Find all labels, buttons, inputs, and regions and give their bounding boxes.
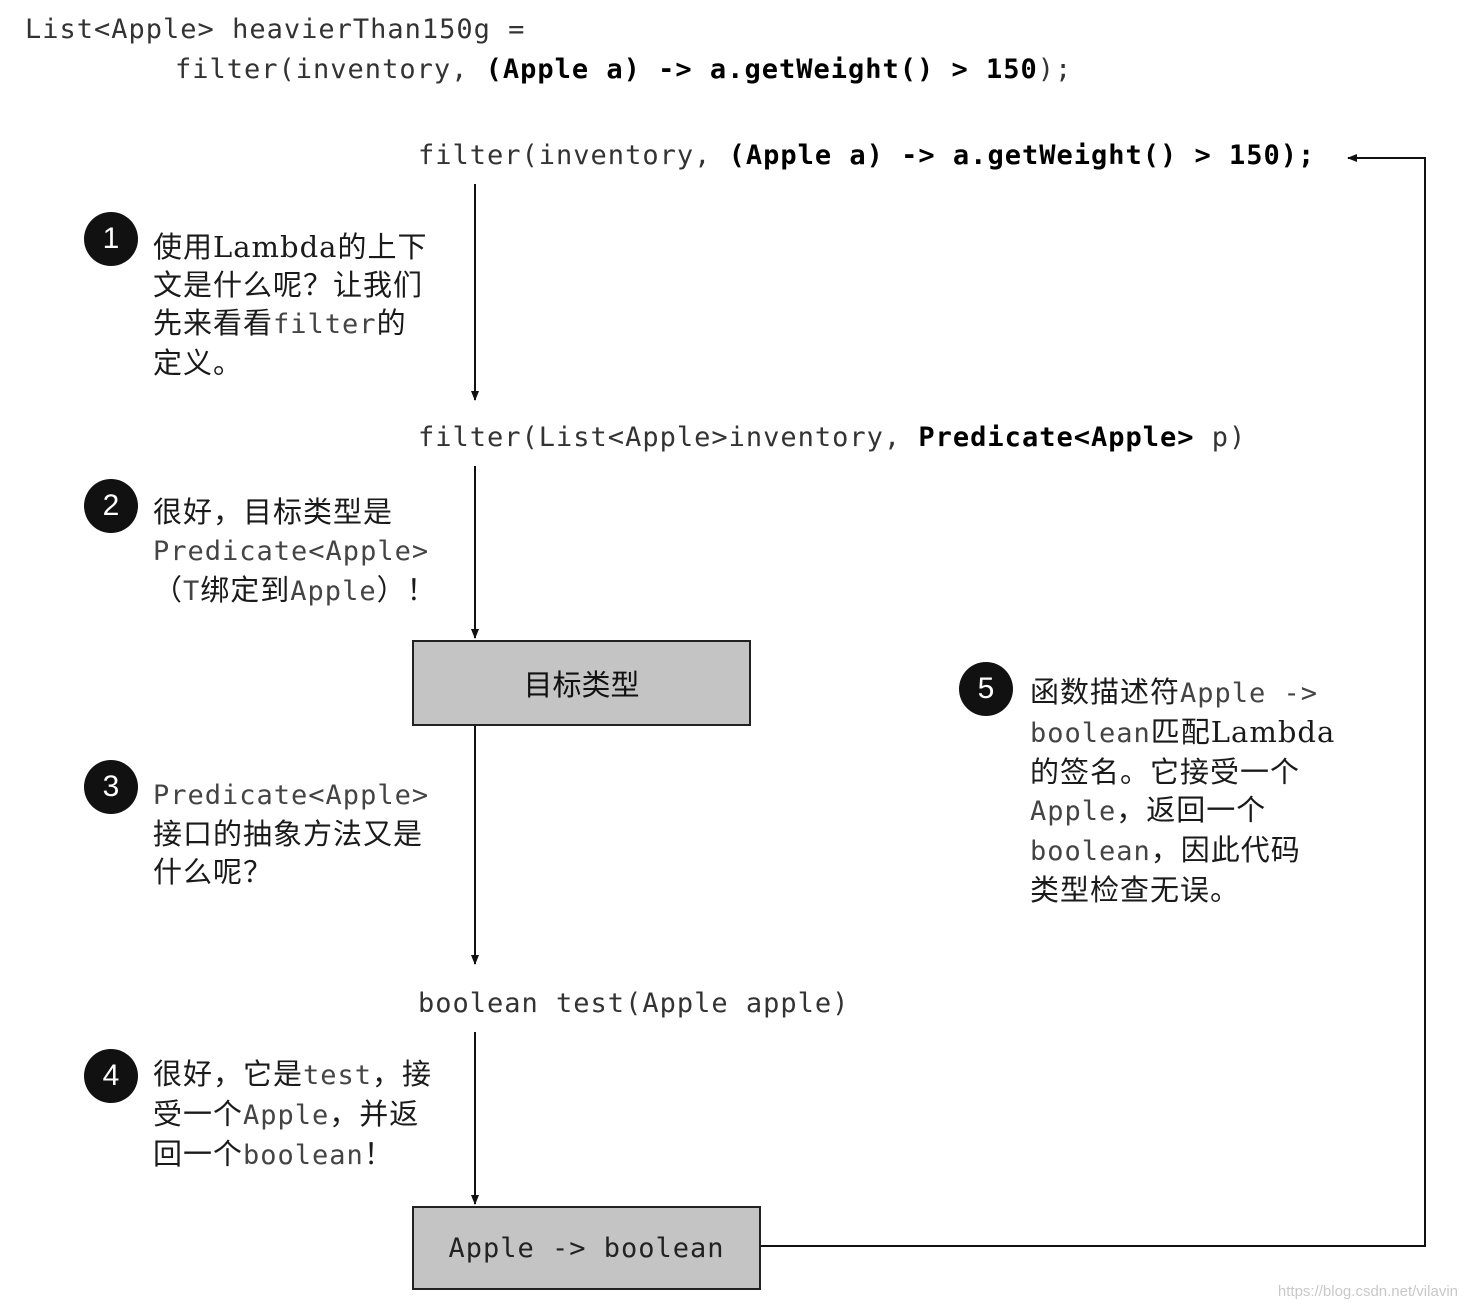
step-2-line-2: Predicate<Apple> [153,531,437,571]
flow-call-pre: filter(inventory, [418,140,729,171]
target-type-box: 目标类型 [412,640,751,726]
step-text-fragment: 绑定到 [200,573,291,607]
step-code-fragment: test [303,1060,373,1091]
step-2-line-3: （T绑定到Apple）！ [153,571,437,611]
step-1-line-4: 定义。 [153,344,427,382]
step-code-fragment: Predicate<Apple> [153,780,430,811]
flow-signature-pre: filter(List<Apple>inventory, [418,422,919,453]
flow-call-lambda: (Apple a) -> a.getWeight() > 150); [728,140,1316,171]
step-text-fragment: 很好，它是 [153,1057,304,1091]
step-4-text: 很好，它是test，接受一个Apple，并返回一个boolean！ [153,1055,432,1175]
step-5-line-6: 类型检查无误。 [1030,871,1335,909]
step-4-badge: 4 [84,1049,138,1103]
step-text-fragment: ！ [363,1137,394,1171]
step-text-fragment: 受一个 [153,1097,244,1131]
header-code-lambda: (Apple a) -> a.getWeight() > 150 [485,54,1038,85]
step-3-badge: 3 [84,760,138,814]
header-code-line2: filter(inventory, (Apple a) -> a.getWeig… [175,54,1072,85]
step-text-fragment: 使用Lambda的上下 [153,230,428,264]
step-5-line-2: boolean匹配Lambda [1030,713,1335,753]
step-5-line-4: Apple，返回一个 [1030,791,1335,831]
step-2-line-1: 很好，目标类型是 [153,493,437,531]
step-2-badge: 2 [84,479,138,533]
step-2-text: 很好，目标类型是 Predicate<Apple> （T绑定到Apple）！ [153,493,437,611]
step-text-fragment: 的签名。它接受一个 [1030,755,1301,789]
step-text-fragment: ，接 [372,1057,433,1091]
step-5-line-5: boolean，因此代码 [1030,831,1335,871]
target-type-label: 目标类型 [523,668,640,702]
step-code-fragment: boolean [1030,718,1151,749]
step-4-line-2: 受一个Apple，并返 [153,1095,432,1135]
step-3-line-2: 接口的抽象方法又是 [153,815,429,853]
step-text-fragment: ，因此代码 [1150,833,1301,867]
step-code-fragment: Apple [243,1100,330,1131]
step-3-line-1: Predicate<Apple> [153,775,429,815]
step-4-line-3: 回一个boolean！ [153,1135,432,1175]
step-4-line-1: 很好，它是test，接 [153,1055,432,1095]
step-text-fragment: 什么呢？ [153,855,274,889]
step-text-fragment: 回一个 [153,1137,244,1171]
step-code-fragment: Apple -> [1180,678,1319,709]
step-1-line-1: 使用Lambda的上下 [153,228,427,266]
step-text-fragment: 先来看看 [153,306,274,340]
flow-call: filter(inventory, (Apple a) -> a.getWeig… [418,140,1315,171]
step-text-fragment: 匹配Lambda [1150,715,1336,749]
flow-method: boolean test(Apple apple) [418,988,850,1019]
watermark: https://blog.csdn.net/vilavin [1277,1283,1458,1300]
header-code-line2-post: ); [1037,54,1073,85]
step-text-fragment: 接口的抽象方法又是 [153,817,424,851]
step-code-fragment: Predicate<Apple> [153,536,430,567]
flow-signature-predicate: Predicate<Apple> [918,422,1195,453]
step-3-text: Predicate<Apple> 接口的抽象方法又是什么呢？ [153,775,429,891]
step-text-fragment: 的 [376,306,407,340]
descriptor-box: Apple -> boolean [412,1206,761,1290]
step-text-fragment: 文是什么呢？让我们 [153,268,424,302]
step-code-fragment: T [183,576,201,607]
step-1-text: 使用Lambda的上下文是什么呢？让我们先来看看filter的定义。 [153,228,427,382]
step-text-fragment: 类型检查无误。 [1030,873,1241,907]
step-text-fragment: ）！ [376,573,437,607]
step-code-fragment: Apple [290,576,377,607]
flow-signature-post: p) [1194,422,1247,453]
step-3-line-3: 什么呢？ [153,853,429,891]
step-1-badge: 1 [84,212,138,266]
step-text-fragment: 很好，目标类型是 [153,495,394,529]
step-text-fragment: ，并返 [329,1097,420,1131]
flow-signature: filter(List<Apple>inventory, Predicate<A… [418,422,1246,453]
arrow-descriptor-back-to-call [760,154,1426,1247]
step-5-line-1: 函数描述符Apple -> [1030,673,1335,713]
step-code-fragment: boolean [1030,836,1151,867]
step-text-fragment: ，返回一个 [1116,793,1267,827]
header-code-line2-pre: filter(inventory, [175,54,486,85]
step-code-fragment: boolean [243,1140,364,1171]
step-code-fragment: filter [273,309,377,340]
step-1-line-2: 文是什么呢？让我们 [153,266,427,304]
header-code-line1: List<Apple> heavierThan150g = [25,14,526,45]
descriptor-label: Apple -> boolean [448,1232,725,1264]
step-text-fragment: 定义。 [153,346,244,380]
step-5-badge: 5 [959,662,1013,716]
step-1-line-3: 先来看看filter的 [153,304,427,344]
step-text-fragment: 函数描述符 [1030,675,1181,709]
step-text-fragment: （ [153,573,184,607]
step-code-fragment: Apple [1030,796,1117,827]
step-5-line-3: 的签名。它接受一个 [1030,753,1335,791]
